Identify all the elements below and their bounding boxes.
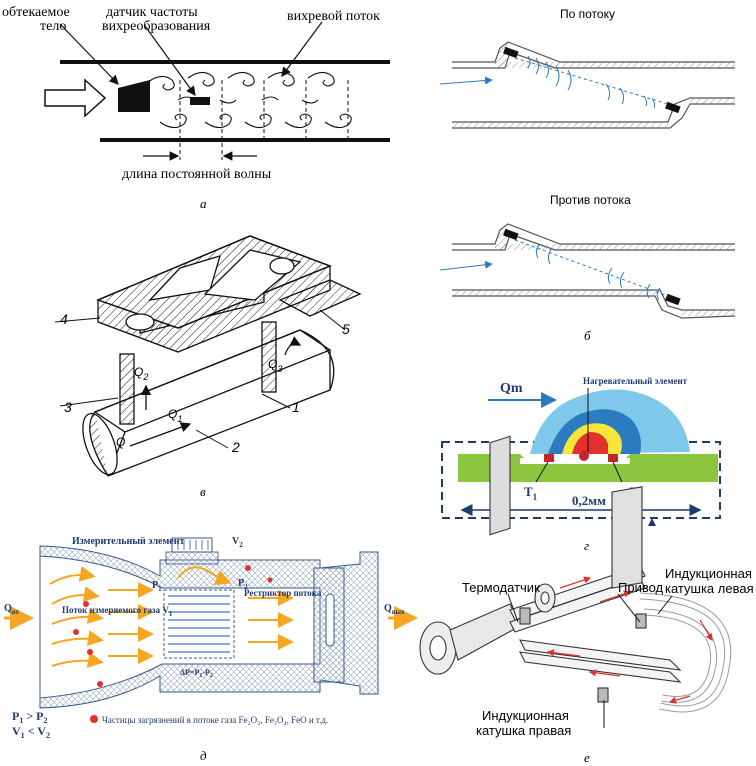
label-part-4: 4 (60, 311, 68, 327)
label-coil-left-2: катушка левая (665, 581, 754, 596)
label-drive: Привод (618, 580, 664, 595)
vortex-sensor (190, 97, 210, 105)
label-thermosensor: Термодатчик (462, 580, 540, 595)
label-dimension: 0,2мм (572, 493, 606, 508)
caption-d: д (200, 748, 207, 763)
label-particles-legend: Частицы загрязнений в потоке газа Fe₂O₃,… (102, 715, 328, 725)
label-qm: Qm (500, 381, 523, 396)
label-q-out: Qвых (384, 603, 405, 616)
panel-g-thermal-sensor (441, 388, 721, 526)
label-relation-velocity: V1 < V2 (12, 724, 50, 740)
panel-d-dp-meter (4, 537, 418, 723)
label-relation-pressure: P1 > P2 (12, 709, 48, 725)
panel-b-ultrasonic: По потоку Против потока (439, 7, 736, 343)
label-v2: V2 (232, 536, 243, 549)
label-bluff-body-2: тело (40, 19, 66, 34)
label-part-5: 5 (342, 321, 350, 337)
bluff-body (118, 80, 150, 112)
label-wave-length: длина постоянной волны (122, 167, 272, 182)
title-upstream: Против потока (550, 193, 631, 207)
label-gas-flow: Поток измеряемого газа V1 (62, 605, 173, 618)
caption-b: б (584, 328, 591, 343)
label-t1: T1 (524, 484, 538, 502)
label-p1: P1 (152, 580, 162, 593)
caption-g: г (584, 538, 589, 553)
label-coil-right-2: катушка правая (476, 723, 571, 738)
vortex-street (147, 71, 352, 129)
panel-v-bypass-meter (54, 235, 362, 477)
panel-a-vortex-meter: обтекаемое тело датчик частоты вихреобра… (2, 5, 390, 211)
label-vortex-flow: вихревой поток (287, 9, 380, 24)
label-q3: Q3 (268, 357, 282, 374)
label-coil-right-1: Индукционная (482, 708, 569, 723)
label-q-in: Qвх (4, 603, 20, 616)
label-part-3: 3 (64, 399, 72, 415)
caption-a: а (200, 196, 207, 211)
label-q2: Q2 (134, 365, 148, 382)
title-downstream: По потоку (560, 7, 615, 21)
label-p2: P2 (238, 578, 248, 591)
label-bluff-body-1: обтекаемое (2, 5, 70, 20)
label-part-2: 2 (231, 439, 240, 455)
label-q1: Q1 (168, 407, 182, 424)
label-q: Q (116, 435, 125, 449)
pipe-downstream (452, 41, 735, 129)
label-delta-p: ΔP=P1-P2 (180, 668, 213, 679)
label-restrictor: Рестриктор потока (244, 588, 322, 598)
label-part-1: 1 (292, 399, 300, 415)
label-sensor-2: вихреобразования (102, 19, 211, 34)
caption-e: е (584, 750, 590, 765)
label-sensor-1: датчик частоты (106, 5, 198, 20)
flow-inlet-arrow (44, 78, 107, 118)
label-heater: Нагревательный элемент (583, 376, 688, 386)
pipe-upstream (452, 223, 736, 319)
caption-v: в (200, 484, 206, 499)
label-measuring-element: Измерительный элемент (72, 536, 185, 547)
panel-e-coriolis-meter (419, 435, 732, 713)
label-coil-left-1: Индукционная (665, 566, 752, 581)
